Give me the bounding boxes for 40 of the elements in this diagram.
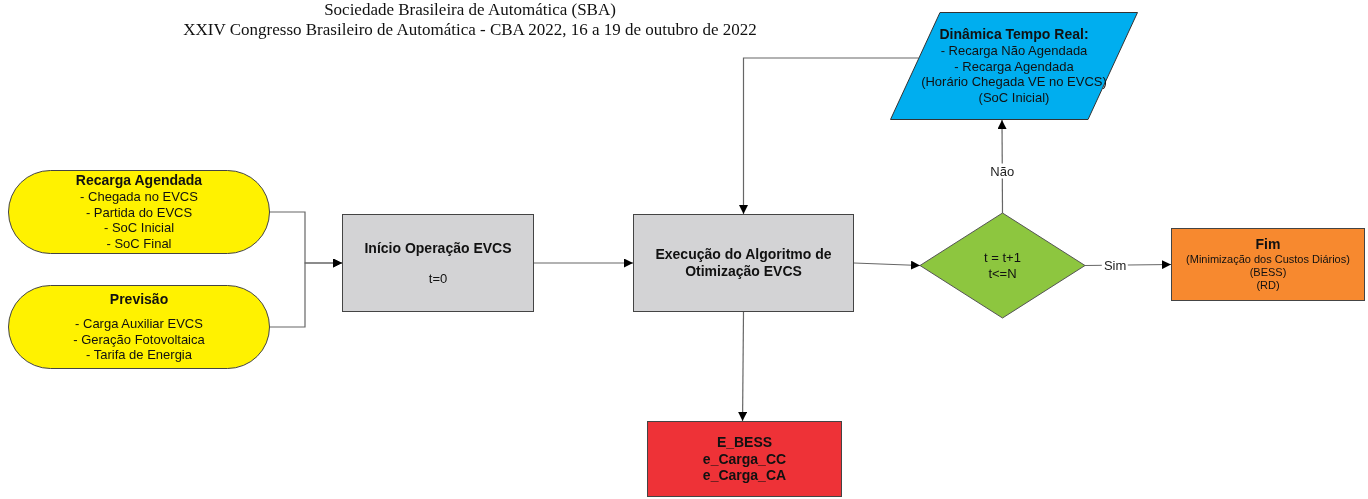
node-text: - Tarifa de Energia [86,347,192,363]
node-text: - Chegada no EVCS [80,189,198,205]
node-text: - Geração Fotovoltaica [73,331,205,348]
node-text: - Carga Auxiliar EVCS [75,316,203,332]
header-text: XXIV Congresso Brasileiro de Automática - CBA 2022, 16 a 19 de outubro de 2022 [183,20,757,40]
decision-diamond [920,213,1085,318]
node-text: (BESS) [1249,266,1287,280]
node-text: Execução do Algoritmo de Otimização EVCS [654,246,833,280]
node-text: - Recarga Não Agendada [940,43,1088,59]
node-text: - SoC Final [106,236,172,252]
node-text: - Recarga Agendada [954,58,1074,75]
arrow [738,311,748,422]
node-heading: Previsão [109,291,169,308]
arrow [269,258,343,328]
output-box [647,421,842,497]
input-parallelogram [890,12,1138,120]
node-text: t=0 [428,270,448,287]
node-heading: Fim [1255,236,1281,254]
node-heading: Dinâmica Tempo Real: [939,26,1089,44]
end-box [1171,228,1365,301]
node-text: (Minimização dos Custos Diários) [1186,253,1350,267]
node-heading: Início Operação EVCS [364,239,512,257]
node-text: e_Carga_CC [702,450,787,468]
node-text: (SoC Inicial) [978,90,1050,106]
process-box [342,214,534,312]
node-heading: E_BESS [716,433,773,451]
node-text: (Horário Chegada VE no EVCS) [921,74,1107,90]
arrow [739,57,920,215]
node-text: t = t+1 [984,249,1021,266]
header-text: Sociedade Brasileira de Automática (SBA) [324,0,616,20]
node-text: - SoC Inicial [103,220,175,236]
arrow [533,258,634,268]
process-box [633,214,854,312]
node-text: - Partida do EVCS [85,204,193,221]
node-heading: Recarga Agendada [75,172,203,190]
node-text: e_Carga_CA [702,467,787,485]
node-text: t<=N [988,265,1017,282]
node-text: (RD) [1256,279,1280,293]
edge-label: Não [988,163,1017,179]
arrow [853,260,921,270]
